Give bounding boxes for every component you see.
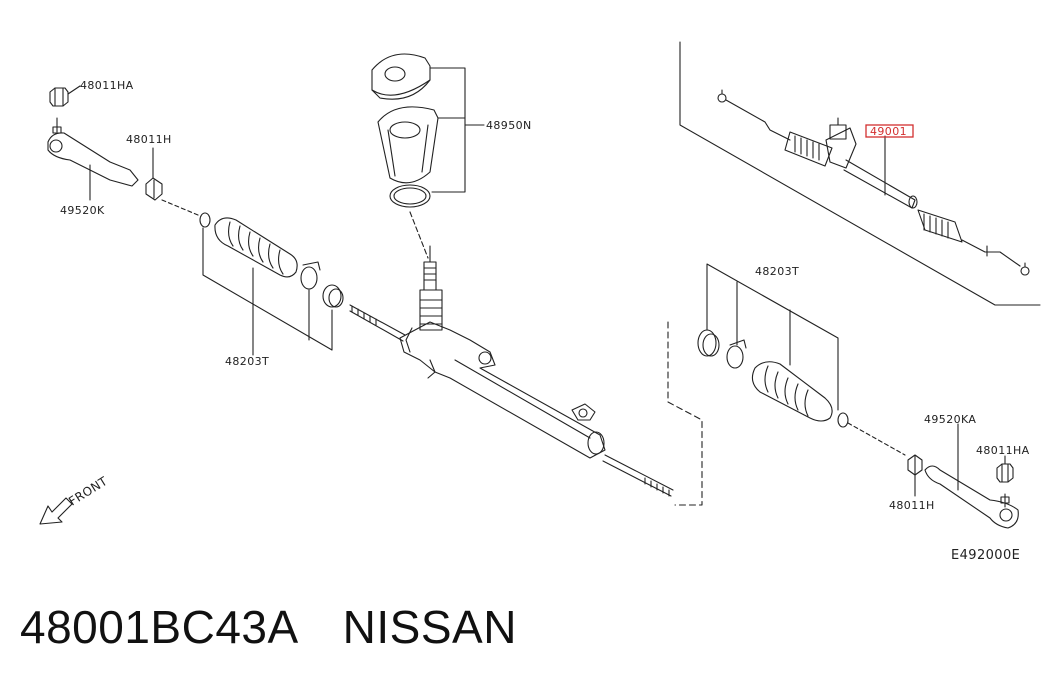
clamp-left-small[interactable] [199, 212, 211, 228]
rack-rod-right[interactable] [602, 454, 674, 497]
tie-rod-end-right[interactable] [924, 465, 1019, 529]
dash-right-1 [847, 422, 906, 456]
bracket-left [202, 227, 333, 356]
label-front: FRONT [66, 474, 110, 509]
nut-right[interactable] [996, 463, 1014, 483]
rack-housing[interactable] [399, 321, 606, 459]
bushing-left[interactable] [145, 177, 163, 201]
dash-cover [409, 211, 429, 259]
part-number: 48001BC43A [20, 601, 299, 653]
clamp-right-1[interactable] [697, 329, 720, 357]
label-bushing-right[interactable]: 48011H [889, 499, 935, 512]
label-tie-rod-end-left[interactable]: 49520K [60, 204, 105, 217]
inset-frame [679, 41, 1041, 306]
clamp-right-2[interactable] [726, 339, 747, 369]
label-bushing-left[interactable]: 48011H [126, 133, 172, 146]
pinion-tower[interactable] [419, 245, 443, 331]
clamp-left-2[interactable] [322, 284, 344, 308]
bracket-right [706, 263, 839, 411]
bracket-cover [429, 67, 485, 193]
clamp-left-1[interactable] [300, 261, 321, 290]
clamp-right-small[interactable] [837, 412, 849, 428]
gear-label-highlight [865, 124, 914, 138]
footer-caption: 48001BC43A NISSAN [20, 600, 517, 654]
cover-oring[interactable] [389, 184, 431, 208]
label-tie-rod-end-right[interactable]: 49520KA [924, 413, 976, 426]
cover-cap[interactable] [371, 53, 431, 100]
label-diagram-code: E492000E [951, 548, 1020, 563]
nut-left[interactable] [49, 87, 69, 107]
front-arrow-icon [39, 497, 73, 525]
brand-name: NISSAN [342, 601, 517, 653]
bushing-right[interactable] [907, 454, 923, 476]
label-boot-kit-left[interactable]: 48203T [225, 355, 269, 368]
boot-left[interactable] [214, 217, 298, 278]
rack-rod-left[interactable] [349, 304, 406, 342]
label-boot-kit-right[interactable]: 48203T [755, 265, 799, 278]
leader-nut-left [67, 85, 81, 95]
label-nut-left[interactable]: 48011HA [80, 79, 134, 92]
cover-boot[interactable] [377, 106, 439, 184]
label-nut-right[interactable]: 48011HA [976, 444, 1030, 457]
dash-frame-right [667, 321, 703, 506]
tie-rod-end-left[interactable] [47, 117, 139, 187]
label-cover-kit[interactable]: 48950N [486, 119, 532, 132]
label-gear-assembly[interactable]: 49001 [870, 125, 907, 138]
dash-left-1 [161, 199, 199, 216]
inset-assembly[interactable] [717, 89, 1030, 276]
boot-right[interactable] [751, 361, 833, 422]
